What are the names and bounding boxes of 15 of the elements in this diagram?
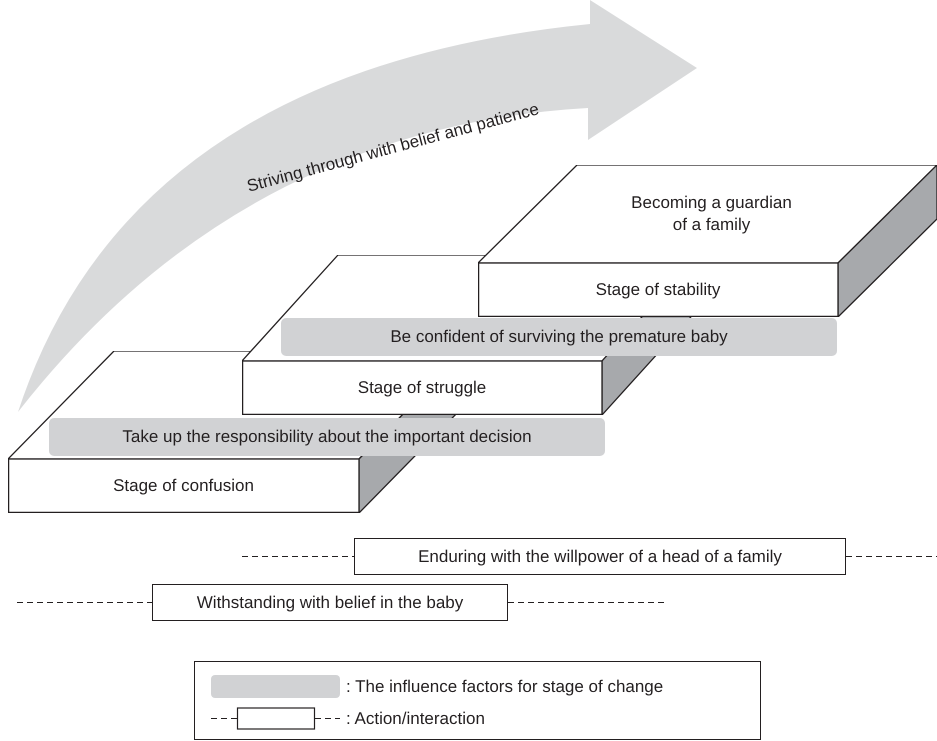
action-box: Withstanding with belief in the baby: [152, 584, 508, 621]
stage-label: Stage of struggle: [358, 378, 486, 398]
dashed-connector: [17, 602, 152, 604]
influence-factor-band: Take up the responsibility about the important decision: [49, 418, 605, 456]
legend-text: : The influence factors for stage of change: [346, 676, 664, 696]
stage-label: Stage of stability: [596, 280, 720, 300]
dashed-connector: [242, 556, 354, 558]
stage-label: Stage of confusion: [113, 476, 254, 496]
legend-text: : Action/interaction: [346, 708, 485, 728]
dashed-connector: [846, 556, 937, 558]
dashed-connector: [508, 602, 665, 604]
influence-factor-band: Be confident of surviving the premature baby: [281, 318, 837, 356]
action-box: Enduring with the willpower of a head of a family: [354, 538, 846, 575]
step-heading: Becoming a guardian of a family: [630, 192, 793, 236]
arrow-label: Striving through with belief and patience: [244, 99, 542, 197]
